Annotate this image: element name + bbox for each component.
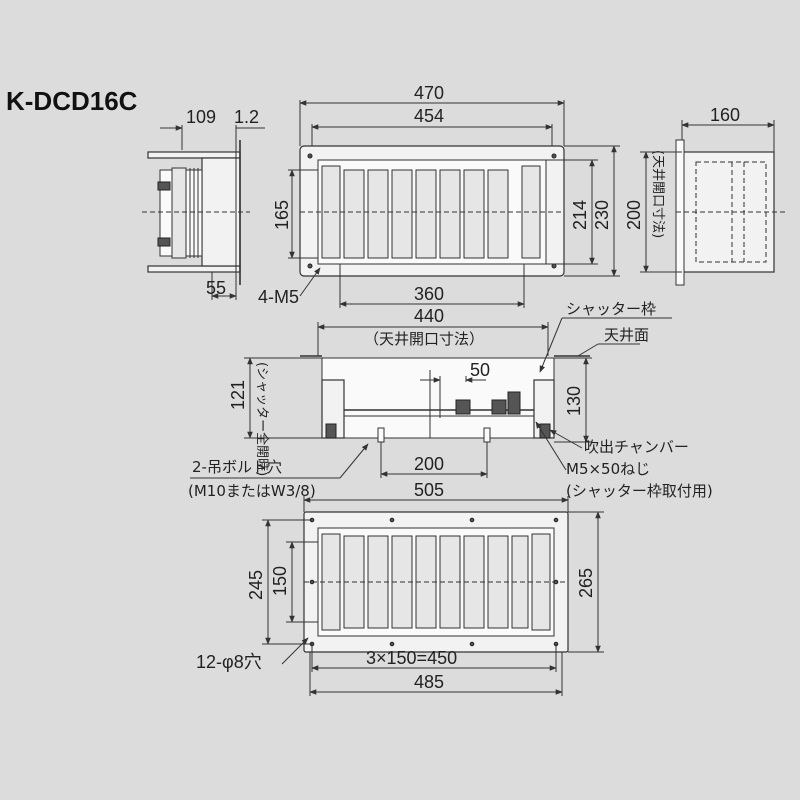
dim-150: 150 [270, 566, 290, 596]
dim-121: 121 [228, 380, 248, 410]
callout-bolt-note: (M10またはW3/8) [188, 482, 316, 500]
callout-m5-screw: M5×50ねじ [566, 460, 650, 478]
dim-50: 50 [470, 360, 490, 380]
front-view: 470 454 165 214 230 360 4-M5 [258, 83, 620, 308]
dim-485: 485 [414, 672, 444, 692]
dim-265: 265 [576, 568, 596, 598]
dim-440: 440 [414, 306, 444, 326]
side-view: 109 1.2 55 [142, 107, 265, 300]
label-ceiling-opening-right: (天井開口寸法) [650, 150, 665, 238]
dim-160: 160 [710, 105, 740, 125]
label-12-holes: 12-φ8穴 [196, 652, 262, 672]
right-view: 160 200 (天井開口寸法) [624, 105, 786, 286]
callout-outlet-chamber: 吹出チャンバー [584, 438, 689, 456]
label-ceiling-opening-section: （天井開口寸法） [364, 330, 484, 348]
dim-454: 454 [414, 106, 444, 126]
label-4-m5: 4-M5 [258, 287, 299, 307]
dim-55: 55 [206, 278, 226, 298]
callout-m5-screw-note: (シャッター枠取付用) [566, 482, 713, 500]
dim-470: 470 [414, 83, 444, 103]
dim-109: 109 [186, 107, 216, 127]
dim-165: 165 [272, 200, 292, 230]
model-title: K-DCD16C [6, 86, 138, 116]
callout-bolt-holes: 2-吊ボルト穴 [192, 458, 282, 476]
dim-360: 360 [414, 284, 444, 304]
dim-200-right: 200 [624, 200, 644, 230]
label-shutter-full-open: (シャッター全開時) [254, 362, 270, 476]
section-view: 440 （天井開口寸法） 50 121 (シャッター全開時) 130 200 シ… [188, 300, 713, 500]
dim-200-section: 200 [414, 454, 444, 474]
dim-130: 130 [564, 386, 584, 416]
callout-ceiling-surface: 天井面 [604, 326, 649, 344]
dim-230: 230 [592, 200, 612, 230]
dim-1-2: 1.2 [234, 107, 259, 127]
dim-214: 214 [570, 200, 590, 230]
dim-505: 505 [414, 480, 444, 500]
dim-3x150-450: 3×150=450 [366, 648, 457, 668]
bottom-view: 505 245 150 265 3×150=450 485 12-φ8穴 [196, 480, 604, 696]
callout-shutter-frame: シャッター枠 [566, 300, 656, 318]
dim-245: 245 [246, 570, 266, 600]
